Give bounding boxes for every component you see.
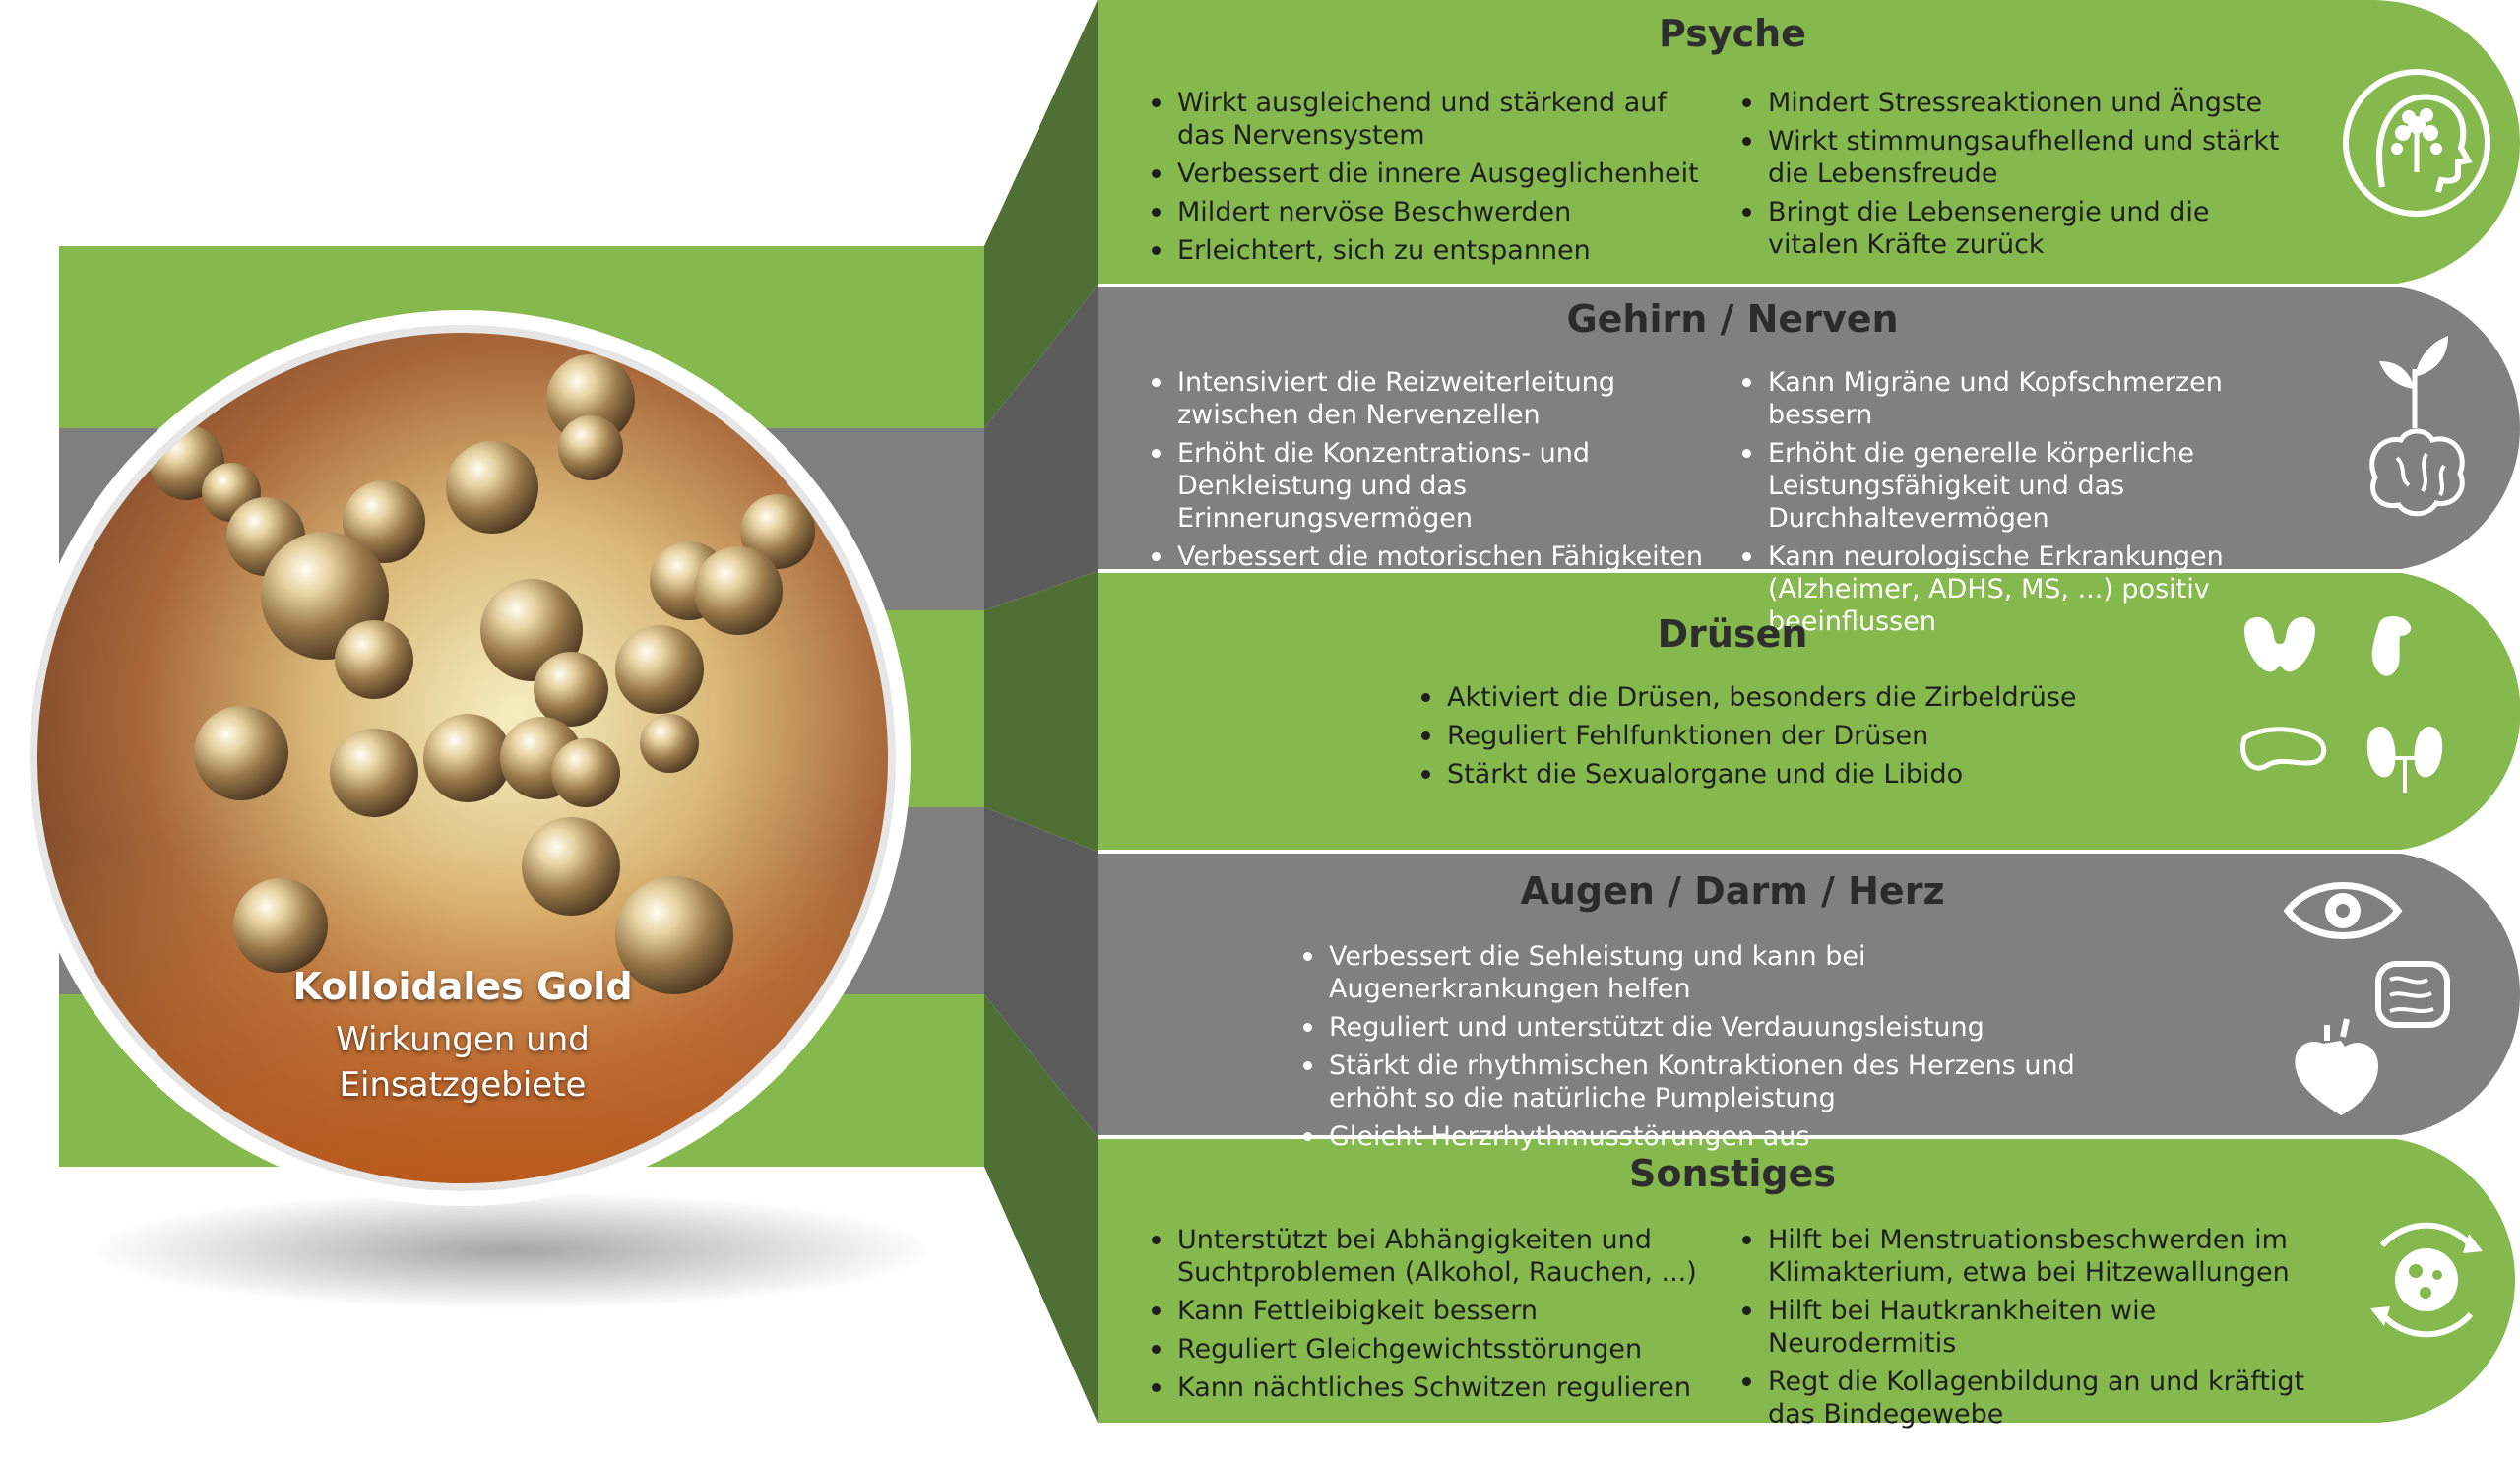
list-item: Erleichtert, sich zu entspannen [1152,234,1709,267]
list-item: Hilft bei Hautkrankheiten wie Neurodermi… [1742,1295,2319,1360]
brain-sprout-icon [2369,336,2465,517]
list-item: Reguliert Gleichgewichtsstörungen [1152,1333,1709,1366]
body-cycle-icon [2370,1222,2483,1338]
panel-druesen: Drüsen Aktiviert die Drüsen, besonders d… [1102,571,2382,852]
list-item: Kann nächtliches Schwitzen regulieren [1152,1371,1709,1404]
list-item: Verbessert die motorischen Fähigkeiten [1152,540,1709,573]
list-item: Reguliert und unterstützt die Verdauungs… [1303,1011,2136,1044]
list-item: Unterstützt bei Abhängigkeiten und Sucht… [1152,1224,1709,1289]
gold-spheres [150,354,815,994]
right-list: Mindert Stressreaktionen und Ängste Wirk… [1740,87,2300,267]
list-item: Kann neurologische Erkrankungen (Alzheim… [1742,540,2319,638]
left-list: Unterstützt bei Abhängigkeiten und Sucht… [1150,1224,1709,1410]
list-item: Wirkt ausgleichend und stärkend auf das … [1152,87,1709,152]
panel-gehirn-nerven: Gehirn / Nerven Intensiviert die Reizwei… [1102,286,2382,637]
left-list: Verbessert die Sehleistung und kann bei … [1301,940,2136,1159]
right-list: Hilft bei Menstruationsbeschwerden im Kl… [1740,1224,2319,1436]
circle-subtitle-line2: Einsatzgebiete [339,1065,587,1105]
panel-title: Sonstiges [1629,1152,1836,1195]
list-item: Mindert Stressreaktionen und Ängste [1742,87,2300,119]
panel-augen-darm-herz: Augen / Darm / Herz Verbessert die Sehle… [1102,852,2382,1152]
list-item: Erhöht die generelle körperliche Leistun… [1742,437,2319,535]
list-item: Verbessert die innere Ausgeglichenheit [1152,158,1709,190]
list-item: Regt die Kollagenbildung an und kräftigt… [1742,1366,2319,1430]
list-item: Intensiviert die Reizweiterleitung zwisc… [1152,366,1709,431]
panel-sonstiges: Sonstiges Unterstützt bei Abhängigkeiten… [1102,1137,2382,1430]
left-list: Aktiviert die Drüsen, besonders die Zirb… [1419,681,2195,796]
panel-shapes [1098,0,2520,1423]
list-item: Bringt die Lebensenergie und die vitalen… [1742,196,2300,261]
list-item: Stärkt die Sexualorgane und die Libido [1421,758,2195,791]
list-item: Erhöht die Konzentrations- und Denkleist… [1152,437,1709,535]
glands-icon [2240,616,2443,793]
left-list: Wirkt ausgleichend und stärkend auf das … [1150,87,1709,273]
list-item: Kann Fettleibigkeit bessern [1152,1295,1709,1327]
eye-intestine-heart-icon [2284,882,2450,1115]
list-item: Aktiviert die Drüsen, besonders die Zirb… [1421,681,2195,714]
list-item: Hilft bei Menstruationsbeschwerden im Kl… [1742,1224,2319,1289]
list-item: Gleicht Herzrhythmusstörungen aus [1303,1120,2136,1153]
panel-psyche: Psyche Wirkt ausgleichend und stärkend a… [1102,0,2382,286]
list-item: Kann Migräne und Kopfschmerzen bessern [1742,366,2319,431]
gold-circle [15,310,911,1206]
panel-title: Augen / Darm / Herz [1520,869,1945,913]
list-item: Stärkt die rhythmischen Kontraktionen de… [1303,1049,2136,1114]
list-item: Wirkt stimmungsaufhellend und stärkt die… [1742,125,2300,190]
list-item: Reguliert Fehlfunktionen der Drüsen [1421,720,2195,752]
list-item: Verbessert die Sehleistung und kann bei … [1303,940,2136,1005]
panel-title: Drüsen [1657,612,1808,656]
circle-subtitle-line1: Wirkungen und [336,1020,590,1059]
left-list: Intensiviert die Reizweiterleitung zwisc… [1150,366,1709,579]
list-item: Mildert nervöse Beschwerden [1152,196,1709,228]
panel-title: Psyche [1659,12,1806,55]
circle-title: Kolloidales Gold [292,965,633,1008]
right-list: Kann Migräne und Kopfschmerzen bessern E… [1740,366,2319,644]
head-tree-icon [2343,69,2490,217]
panel-title: Gehirn / Nerven [1566,297,1899,341]
